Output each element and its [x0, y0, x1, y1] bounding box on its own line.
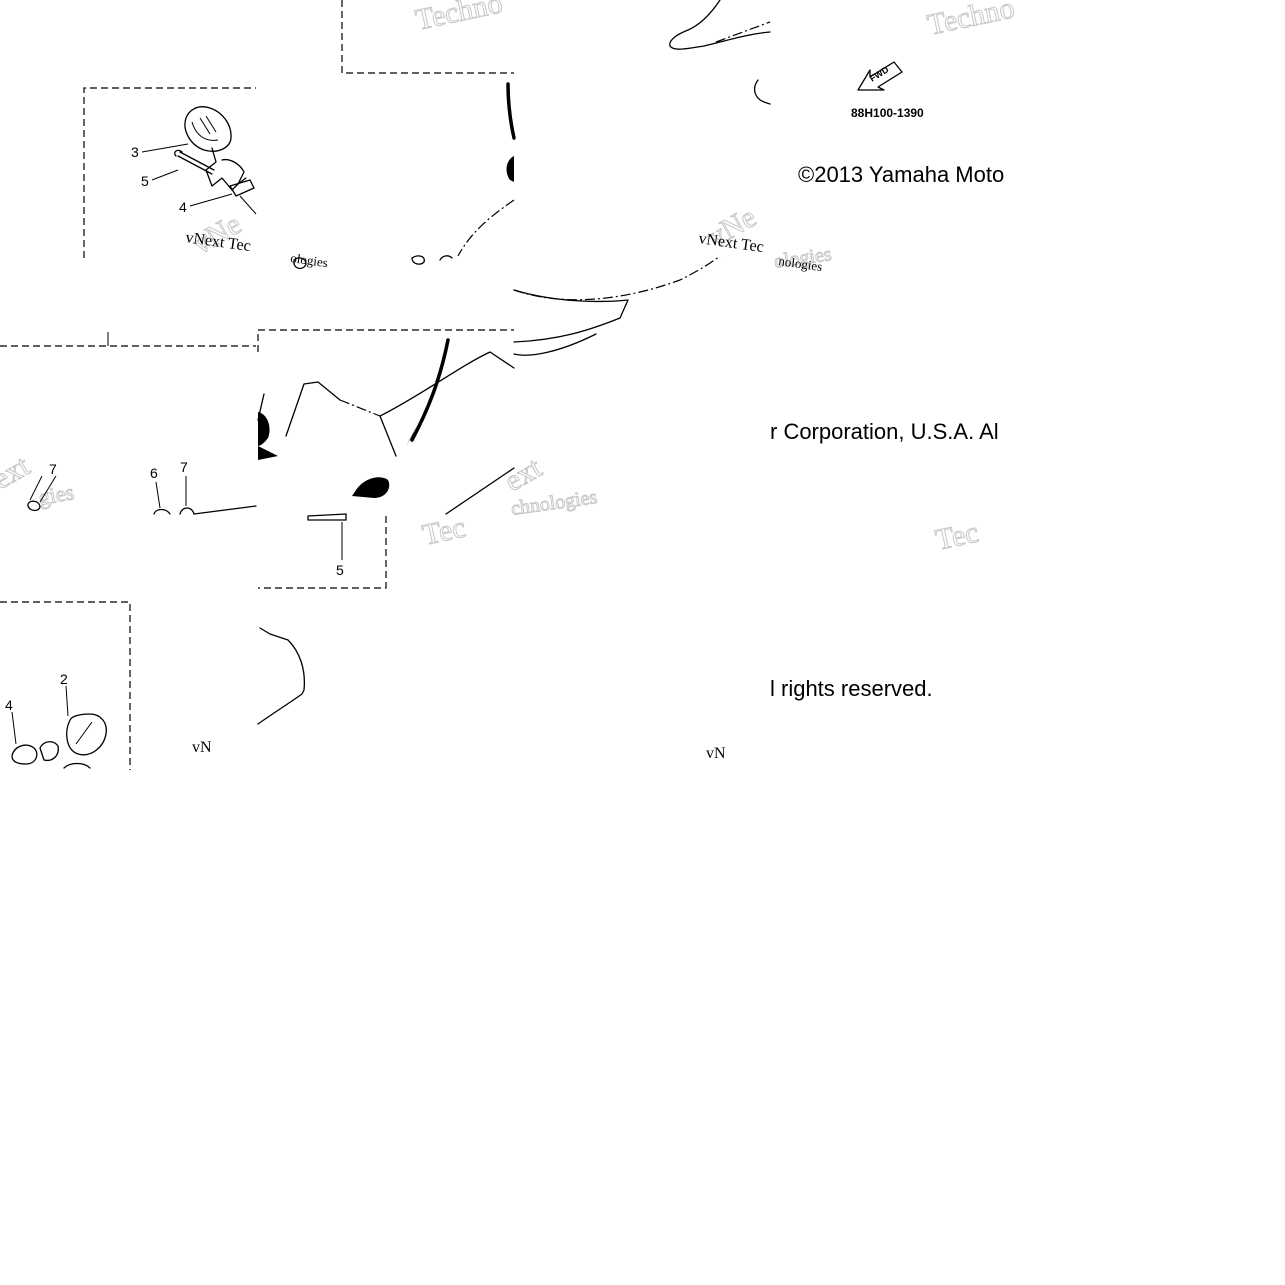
fwd-arrow-icon: [857, 61, 903, 91]
detail-frame-lower: [0, 601, 131, 770]
watermark-vnext: ext: [499, 451, 548, 498]
detail-frame-top: [341, 0, 514, 74]
grommet: [352, 477, 390, 498]
callout-7: 7: [180, 459, 188, 475]
watermark-technologies-small: ologies: [290, 250, 329, 270]
watermark-technologies: Tec: [420, 511, 469, 552]
copyright-line-3: l rights reserved.: [770, 676, 933, 701]
watermark-vnext: ext: [0, 449, 36, 496]
direction-arrow-upper: [506, 82, 516, 140]
seat-outline: [513, 0, 771, 356]
fwd-indicator: FWD 88H100-1390: [851, 61, 924, 120]
watermark-vnext-tec: vNext Tec: [697, 230, 764, 256]
nut: [229, 179, 255, 197]
detail-frame-left: [83, 87, 256, 258]
watermark-technologies: Techno: [413, 0, 506, 37]
direction-arrow-center: [410, 338, 450, 442]
mirror-head: [184, 106, 232, 152]
copyright-line-2: r Corporation, U.S.A. Al: [770, 419, 999, 444]
screw: [307, 513, 347, 521]
mirror-stem: [205, 147, 247, 191]
callout-4: 4: [179, 199, 187, 215]
watermark-technologies: Techno: [925, 0, 1018, 42]
watermark-vnext-small: vN: [706, 745, 726, 762]
mirror-detail-lower: 2 4: [0, 601, 131, 770]
fairing-lower: [257, 627, 306, 725]
watermark-layer: Techno Techno Tec Tec vNe vNe ext ext ch…: [0, 0, 1018, 762]
copyright-line-1: ©2013 Yamaha Moto: [798, 162, 1004, 187]
handlebar-detail: 7 6 7: [0, 332, 257, 515]
reference-code: 88H100-1390: [851, 106, 924, 120]
callout-7: 7: [49, 461, 57, 477]
callout-4: 4: [5, 697, 13, 713]
bolt: [174, 149, 215, 175]
fairing-center: 5: [257, 329, 515, 589]
watermark-technologies-small: nologies: [778, 253, 824, 274]
watermark-technologies: gies: [37, 479, 76, 510]
callout-3: 3: [131, 144, 139, 160]
mirror-head-lower: [66, 713, 107, 756]
callout-5: 5: [336, 562, 344, 578]
callout-5: 5: [141, 173, 149, 189]
callout-6: 6: [150, 465, 158, 481]
small-nut: [293, 257, 307, 270]
watermark-technologies: Tec: [933, 516, 982, 557]
fairing-upper: [411, 82, 516, 265]
watermark-vnext-small: vN: [192, 739, 212, 756]
mirror-detail-upper: 3 5 4 vNext Tec: [83, 0, 514, 270]
callout-2: 2: [60, 671, 68, 687]
washer: [27, 500, 41, 512]
